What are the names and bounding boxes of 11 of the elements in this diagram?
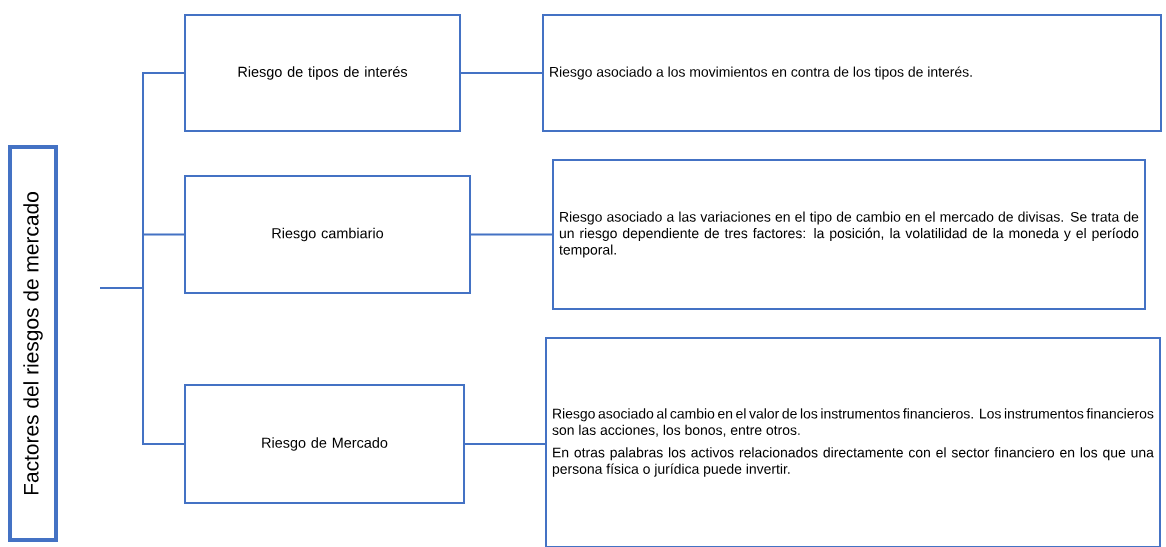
description-box: Riesgo asociado a los movimientos en contra de los tipos de interés. xyxy=(542,14,1162,132)
description-box: Riesgo asociado a las variaciones en el tipo de cambio en el mercado de divisas. Se trata de un riesgo dependiente de tres factores: la posición, la volatilidad de la moneda y el período temporal. xyxy=(552,159,1146,310)
category-box: Riesgo de tipos de interés xyxy=(184,14,461,132)
connector-line xyxy=(470,233,553,236)
category-box: Riesgo cambiario xyxy=(184,175,471,294)
description-box: Riesgo asociado al cambio en el valor de los instrumentos financieros. Los instrumentos financieros son las acciones, los bonos, entre otros. En otras palabras los activos relacionados directamente con el sector financiero en los que una persona física o jurídica puede invertir. xyxy=(545,337,1161,547)
title-box: Factores del riesgos de mercado xyxy=(8,145,58,542)
connector-line xyxy=(99,287,185,445)
connector-line xyxy=(460,72,543,74)
connector-line xyxy=(464,443,546,445)
category-box: Riesgo de Mercado xyxy=(184,384,465,504)
